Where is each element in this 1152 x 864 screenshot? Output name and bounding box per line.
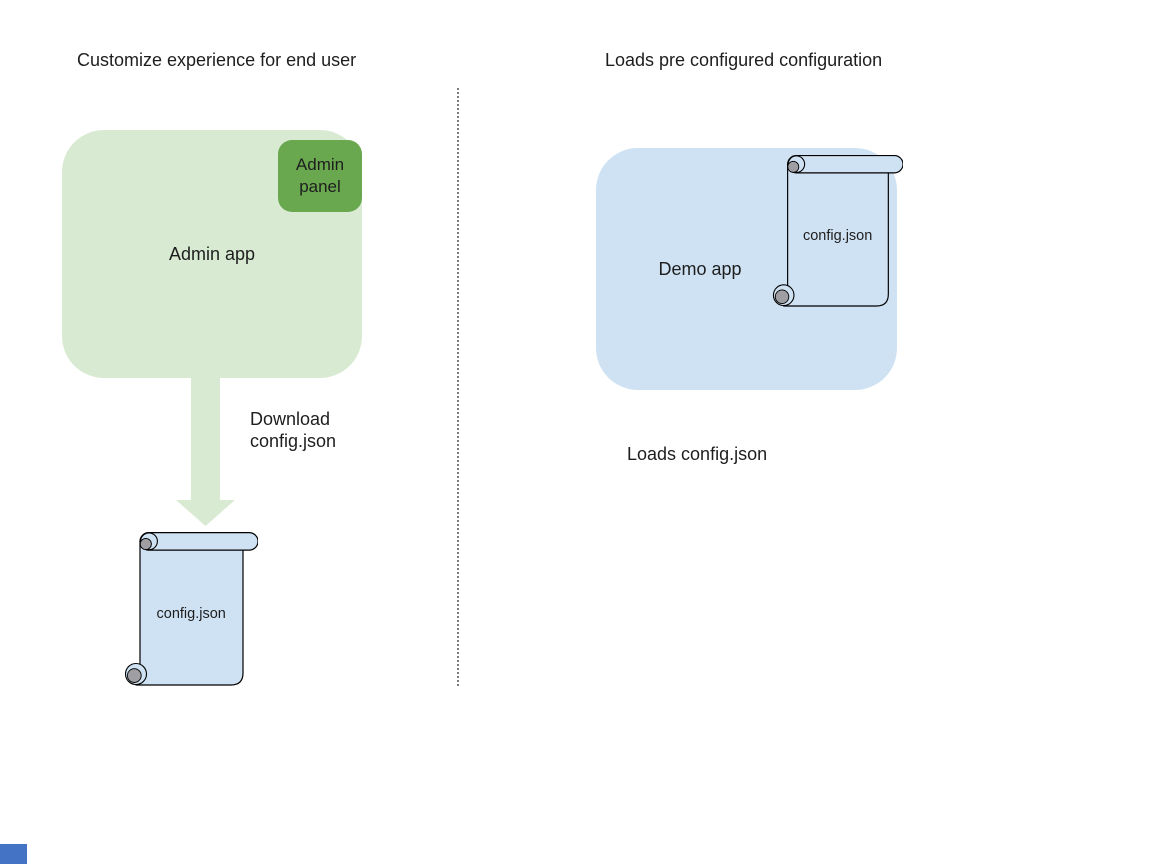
down-arrow-icon	[172, 378, 242, 526]
scroll-shape-icon	[124, 532, 258, 686]
left-section-title: Customize experience for end user	[77, 50, 357, 70]
scroll-shape-icon	[772, 155, 903, 307]
right-section-title: Loads pre configured configuration	[605, 50, 883, 70]
admin-panel-shape: Admin panel	[278, 140, 362, 212]
demo-app-label-wrap: Demo app	[596, 148, 804, 390]
admin-panel-label: Admin panel	[295, 155, 345, 196]
admin-app-label: Admin app	[168, 243, 256, 264]
config-file-label: config.json	[802, 227, 873, 244]
loads-config-caption: Loads config.json	[627, 444, 768, 464]
down-arrow-svg	[176, 378, 235, 526]
section-divider	[457, 88, 459, 686]
demo-app-label: Demo app	[658, 258, 742, 279]
corner-artifact	[0, 844, 27, 864]
config-file-label: config.json	[156, 605, 226, 622]
download-caption: Download config.json	[250, 409, 337, 451]
config-scroll-left: config.json	[123, 532, 258, 686]
config-scroll-right: config.json	[771, 155, 903, 307]
